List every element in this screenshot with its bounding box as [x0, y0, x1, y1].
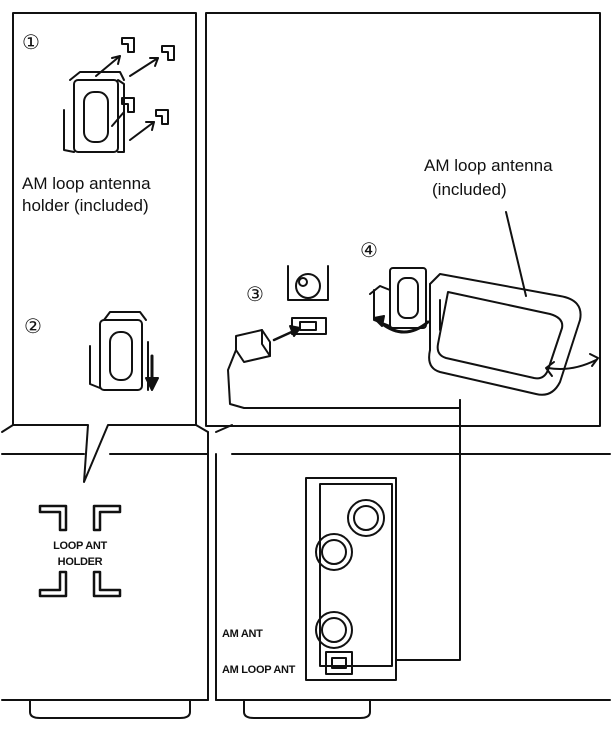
am-loop-antenna-frame	[428, 273, 582, 396]
loop-ant-holder-label-line2: HOLDER	[57, 556, 103, 568]
antenna-holder-attach-illustration	[369, 267, 430, 334]
antenna-label-line1: AM loop antenna	[424, 156, 553, 175]
loop-ant-holder-mounts	[38, 504, 122, 598]
antenna-label-line2: (included)	[432, 180, 507, 199]
holder-step2-illustration	[89, 311, 149, 391]
terminal-panel	[305, 477, 397, 681]
right-step-panel	[205, 12, 601, 427]
holder-label-line1: AM loop antenna	[22, 174, 151, 193]
step-2-number: ②	[24, 316, 42, 338]
step-1-number: ①	[22, 32, 40, 54]
right-device-body	[215, 424, 611, 719]
am-loop-socket-illustration	[287, 265, 329, 335]
step-4-number: ④	[360, 240, 378, 262]
left-step-panel	[12, 12, 197, 483]
antenna-leader-line	[505, 211, 527, 297]
holder-label-line2: holder (included)	[22, 196, 149, 215]
rotate-arrow	[547, 359, 597, 370]
step-3-number: ③	[246, 284, 264, 306]
left-device-body	[1, 424, 209, 719]
loop-ant-holder-label-line1: LOOP ANT	[53, 540, 107, 552]
antenna-plug-illustration	[227, 329, 461, 409]
antenna-wire-route	[395, 399, 461, 661]
am-loop-ant-terminal-label: AM LOOP ANT	[222, 664, 296, 676]
holder-step1-illustration	[63, 37, 175, 153]
am-ant-terminal-label: AM ANT	[222, 628, 263, 640]
